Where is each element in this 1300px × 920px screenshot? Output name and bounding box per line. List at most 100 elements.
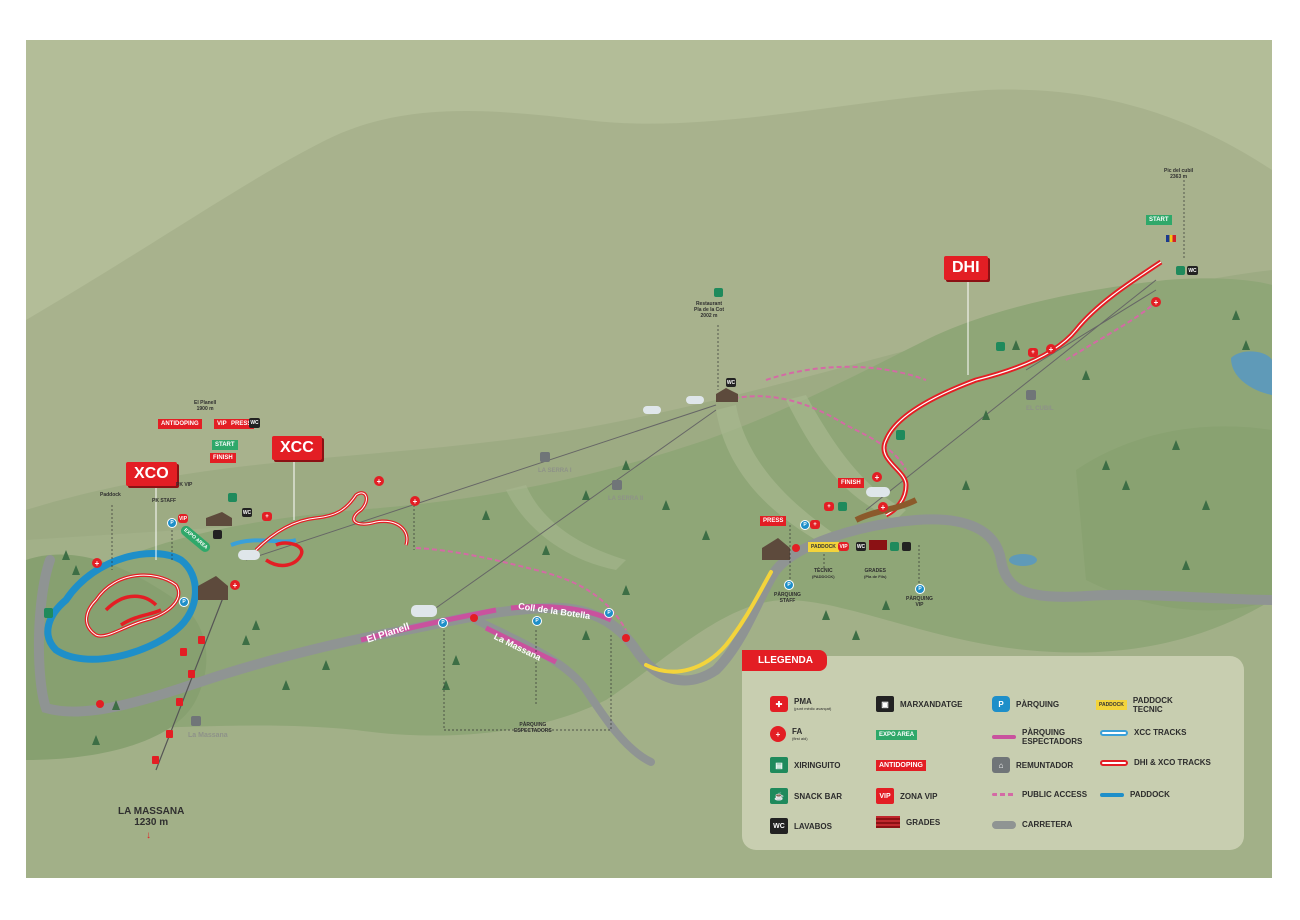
- la-serra-2-label: LA SERRA II: [608, 496, 644, 502]
- legend-text: MARXANDATGE: [900, 699, 963, 709]
- lift-stations: [238, 396, 890, 617]
- expo-area-sign: EXPO AREA: [876, 730, 918, 740]
- parking-icon: P: [167, 518, 177, 528]
- legend-label: PMA(punt mèdic avançat): [794, 697, 831, 711]
- lake: [1231, 351, 1272, 395]
- legend-item-xiringuito: ▤ XIRINGUITO: [770, 757, 841, 773]
- pk-staff-label: PK STAFF: [152, 498, 177, 504]
- first-aid-icon: +: [1151, 297, 1161, 307]
- la-massana-road: [472, 616, 655, 766]
- shopping-bag-icon: [902, 542, 911, 551]
- parking-icon: P: [784, 580, 794, 590]
- vip-icon: VIP: [178, 514, 188, 523]
- legend-item-pma: ✚ PMA(punt mèdic avançat): [770, 696, 831, 712]
- parquing-espectadors-label: PÀRQUING ESPECTADORS: [514, 722, 552, 734]
- xiringuito-icon: [1176, 266, 1185, 275]
- first-aid-icon: +: [872, 472, 882, 482]
- paddock-line: [1100, 792, 1124, 797]
- parking-icon: P: [438, 618, 448, 628]
- legend-item-expo-area: EXPO AREA: [876, 730, 918, 740]
- legend-item-dhi-xco-tracks: DHI & XCO TRACKS: [1100, 758, 1211, 767]
- legend-text: PÀRQUING ESPECTADORS: [1022, 728, 1083, 746]
- gondola-cable: [155, 589, 227, 771]
- red-markers: [96, 544, 800, 708]
- vip-sign: VIP: [214, 419, 230, 429]
- road-line: [992, 820, 1016, 829]
- press-sign: PRESS: [760, 516, 787, 526]
- ski-lift-icon: [1026, 390, 1036, 400]
- legend-text: PÀRQUING: [1016, 699, 1060, 709]
- snack-bar-icon: [896, 430, 905, 440]
- la-massana-label: LA MASSANA 1230 m: [118, 806, 185, 828]
- restaurant-label: Restaurant Pla de la Cot 2002 m: [694, 301, 725, 319]
- start-sign-xco: START: [212, 440, 238, 450]
- leader-lines: [111, 180, 1185, 731]
- legend-text: PADDOCK TECNIC: [1132, 696, 1173, 714]
- legend-item-paddock-tecnic: PADDOCK PADDOCK TECNIC: [1096, 696, 1183, 714]
- first-aid-icon: +: [92, 558, 102, 568]
- ambulance-icon: ✚: [770, 696, 788, 712]
- pic-del-cubil-label: Pic del cubil 2363 m: [1164, 168, 1194, 180]
- antidoping-sign: ANTIDOPING: [158, 419, 202, 429]
- el-planell-label: El Planell 1900 m: [194, 400, 217, 412]
- ski-lift-cable: [425, 409, 717, 616]
- public-access-path: [1065, 301, 1157, 361]
- main-road: [33, 514, 1272, 717]
- legend-sub: (first aid): [792, 736, 808, 741]
- right-hill: [1076, 426, 1272, 611]
- legend-text: LAVABOS: [794, 821, 832, 831]
- parking-icon: P: [915, 584, 925, 594]
- parquing-vip-label: PÀRQUING VIP: [906, 596, 933, 608]
- xiringuito-icon: [838, 502, 847, 511]
- public-access-path: [765, 365, 927, 381]
- legend-text: PMA: [794, 697, 812, 706]
- xiringuito-icon: [228, 493, 237, 502]
- xiringuito-icon: [890, 542, 899, 551]
- front-hill: [46, 278, 1272, 736]
- ski-lift-cable: [1025, 289, 1157, 371]
- legend-item-xcc-tracks: XCC TRACKS: [1100, 728, 1186, 737]
- first-aid-icon: +: [770, 726, 786, 742]
- xcc-sign: XCC: [272, 436, 322, 460]
- grandstand: [869, 540, 887, 550]
- legend-item-remuntador: ⌂ REMUNTADOR: [992, 757, 1073, 773]
- paddock-tecnic-road: [644, 570, 773, 674]
- ambulance-icon: +: [824, 502, 834, 511]
- vip-icon: VIP: [838, 542, 849, 551]
- legend-text: PADDOCK: [1130, 790, 1170, 799]
- spectator-parking-el-planell: [360, 607, 497, 643]
- legend-item-antidoping: ANTIDOPING: [876, 760, 926, 771]
- ski-lift-cable: [245, 404, 717, 561]
- snack-bar-icon: ☕: [770, 788, 788, 804]
- spectator-parking-coll: [510, 604, 613, 623]
- venue-map: XCO XCC DHI El Planell 1900 m ANTIDOPING…: [26, 40, 1272, 878]
- paddock-tecnic-sign: PADDOCK: [808, 542, 839, 552]
- legend-text: ZONA VIP: [900, 791, 938, 801]
- xcc-track-line: [1100, 729, 1128, 736]
- ski-lift-icon: ⌂: [992, 757, 1010, 773]
- ski-lift-icon: [612, 480, 622, 490]
- public-access-path: [725, 395, 907, 471]
- legend-item-snack-bar: ☕ SNACK BAR: [770, 788, 842, 804]
- ski-lift-cable: [865, 279, 1157, 511]
- ambulance-icon: +: [262, 512, 272, 521]
- parking-icon: P: [179, 597, 189, 607]
- dhi-xco-track-line: [1100, 759, 1128, 766]
- legend-text: DHI & XCO TRACKS: [1134, 758, 1211, 767]
- pond: [1009, 554, 1037, 566]
- legend-text: CARRETERA: [1022, 820, 1073, 829]
- public-access-path: [415, 547, 627, 631]
- parking-icon: P: [800, 520, 810, 530]
- arrow-down-icon: ↓: [146, 830, 151, 841]
- grades-sub: (Pla de Fils): [864, 574, 887, 579]
- legend-text: GRADES: [906, 817, 941, 827]
- legend-text: PUBLIC ACCESS: [1022, 790, 1088, 799]
- legend-sub: (punt mèdic avançat): [794, 706, 832, 711]
- ski-slope: [716, 405, 836, 540]
- gondola-cabins: [152, 636, 205, 764]
- ski-slope: [506, 485, 626, 570]
- legend-item-fa: + FA(first aid): [770, 726, 808, 742]
- ambulance-icon: +: [810, 520, 820, 529]
- start-sign-dhi: START: [1146, 215, 1172, 225]
- wc-icon: WC: [770, 818, 788, 834]
